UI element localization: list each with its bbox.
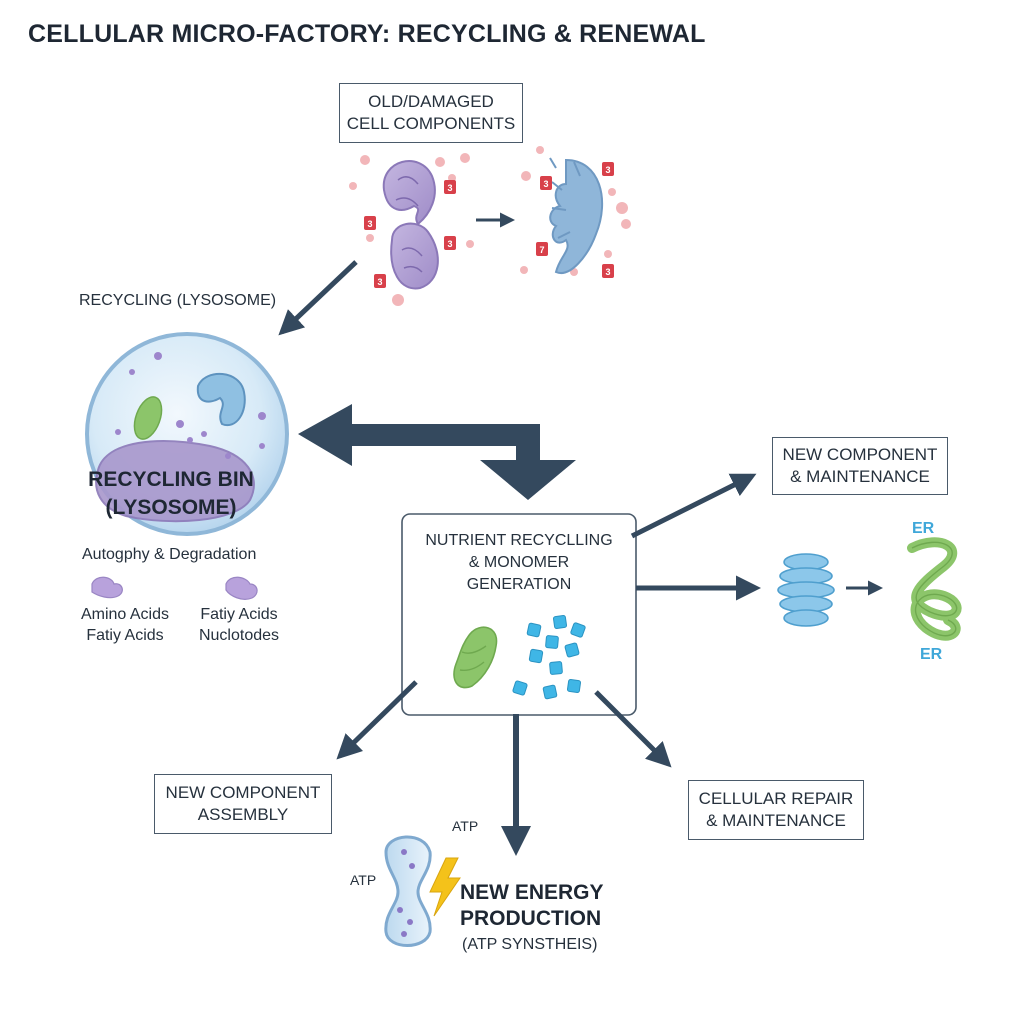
damage-badge: 3	[605, 267, 610, 277]
products-right: Fatiy Acids Nuclotodes	[186, 604, 292, 646]
atp-capsule-icon	[384, 835, 432, 947]
damage-badge: 3	[377, 277, 382, 287]
recycling-bin-line1: RECYCLING BIN	[88, 468, 254, 491]
er-label-top: ER	[912, 520, 935, 537]
nutrient-line3: GENERATION	[466, 576, 572, 593]
mitochondrion-icon	[382, 160, 439, 290]
damage-badge: 7	[539, 245, 544, 255]
recycling-bin-line2: (LYSOSOME)	[105, 496, 237, 519]
arrow-to-new-component-maintenance	[630, 473, 757, 539]
arrow-lysosome-exchange	[298, 404, 576, 500]
damage-badges	[364, 162, 614, 288]
products-left: Amino Acids Fatiy Acids	[70, 604, 180, 646]
cellular-repair-line1: CELLULAR REPAIR	[698, 789, 854, 808]
product-fatty-acids-left: Fatiy Acids	[86, 627, 164, 644]
atp-label-top: ATP	[452, 818, 479, 834]
fragment-icon	[549, 157, 604, 274]
new-component-maintenance-box: NEW COMPONENT & MAINTENANCE	[772, 437, 948, 495]
product-nucleotides: Nuclotodes	[198, 627, 280, 644]
bacterium-icon	[453, 626, 498, 689]
page-title: CELLULAR MICRO-FACTORY: RECYCLING & RENE…	[28, 20, 706, 48]
damage-badge: 3	[447, 183, 452, 193]
cellular-repair-box: CELLULAR REPAIR & MAINTENANCE	[688, 780, 864, 840]
er-icon-outline	[911, 541, 958, 637]
arrow-to-cellular-repair	[594, 690, 672, 768]
cellular-repair-line2: & MAINTENANCE	[706, 811, 846, 830]
damage-badge: 3	[447, 239, 452, 249]
nutrient-line2: & MONOMER	[468, 554, 570, 571]
fatty-acid-blob-icon	[225, 576, 258, 600]
damage-badge: 3	[605, 165, 610, 175]
atp-label-left: ATP	[350, 872, 377, 888]
damage-badge: 3	[543, 179, 548, 189]
new-component-maintenance-line2: & MAINTENANCE	[790, 467, 930, 486]
lightning-icon	[429, 857, 461, 917]
autophagy-label: Autogphy & Degradation	[82, 546, 257, 563]
damage-badge: 3	[367, 219, 372, 229]
nutrient-line1: NUTRIENT RECYCLLING	[425, 532, 613, 549]
new-component-assembly-line1: NEW COMPONENT	[165, 783, 321, 802]
monomer-cube-icon	[512, 614, 586, 700]
energy-line2: PRODUCTION	[460, 907, 602, 930]
old-components-line1: OLD/DAMAGED	[368, 92, 494, 111]
amino-acid-blob-icon	[91, 576, 123, 599]
energy-line3: (ATP SYNSTHEIS)	[462, 936, 598, 953]
energy-label: NEW ENERGY PRODUCTION (ATP SYNSTHEIS)	[460, 880, 604, 958]
old-components-line2: CELL COMPONENTS	[346, 114, 516, 133]
energy-line1: NEW ENERGY	[460, 881, 604, 904]
ribosome-icon	[777, 553, 835, 627]
recycling-label: RECYCLING (LYSOSOME)	[79, 292, 277, 309]
er-label-bottom: ER	[920, 646, 943, 663]
arrow-to-new-component-assembly	[336, 680, 418, 760]
old-components-box: OLD/DAMAGED CELL COMPONENTS	[339, 83, 523, 143]
lysosome-icon	[85, 332, 289, 536]
product-fatty-acids-right: Fatiy Acids	[200, 606, 278, 623]
new-component-maintenance-line1: NEW COMPONENT	[782, 445, 938, 464]
nutrient-box-label: NUTRIENT RECYCLLING & MONOMER GENERATION	[404, 530, 634, 596]
debris-dots	[349, 146, 631, 306]
arrow-to-lysosome	[278, 260, 358, 336]
product-amino-acids: Amino Acids	[80, 606, 170, 623]
recycling-bin-label: RECYCLING BIN (LYSOSOME)	[80, 466, 262, 522]
new-component-assembly-line2: ASSEMBLY	[197, 805, 289, 824]
new-component-assembly-box: NEW COMPONENT ASSEMBLY	[154, 774, 332, 834]
